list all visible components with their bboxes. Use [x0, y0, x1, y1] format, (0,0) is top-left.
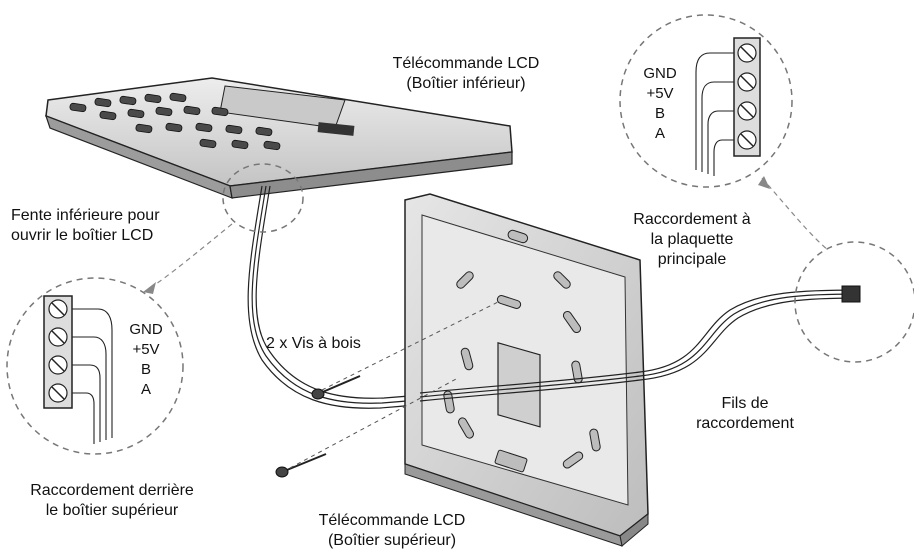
screw-guide-lines	[289, 301, 499, 469]
label-main-board: Raccordement à la plaquette principale	[622, 210, 762, 270]
terminal-labels-top: GND +5V B A	[640, 64, 680, 144]
label-wires-line2: raccordement	[696, 415, 794, 432]
callout-arrow-left	[143, 282, 156, 294]
terminal-block-left	[43, 295, 113, 444]
label-main-board-line2: la plaquette	[650, 231, 734, 248]
label-remote-upper-line1: Télécommande LCD	[318, 512, 466, 529]
callout-leaders	[149, 177, 829, 289]
terminal-labels-left: GND +5V B A	[126, 320, 166, 400]
connecting-wires	[419, 289, 861, 402]
terminal-block-top	[695, 37, 761, 176]
label-main-board-line3: principale	[657, 251, 727, 268]
label-wires: Fils de raccordement	[688, 394, 802, 434]
label-remote-lower-line2: (Boîtier inférieur)	[406, 75, 526, 92]
terminal-left-a: A	[140, 381, 151, 398]
label-back-connection-line1: Raccordement derrière	[30, 482, 194, 499]
wood-screw-1	[311, 375, 361, 400]
back-plate	[404, 193, 649, 547]
main-board-connector	[841, 285, 861, 303]
terminal-left-gnd: GND	[129, 321, 163, 338]
callout-arrow-right	[758, 176, 770, 189]
terminal-top-a: A	[654, 125, 665, 142]
label-remote-upper-line2: (Boîtier supérieur)	[327, 532, 457, 549]
label-slot-line1: Fente inférieure pour	[11, 207, 160, 224]
remote-lower-housing	[45, 77, 513, 199]
terminal-left-b: B	[140, 361, 151, 378]
label-screws: 2 x Vis à bois	[266, 335, 361, 352]
label-back-connection-line2: le boîtier supérieur	[45, 502, 179, 519]
terminal-left-5v: +5V	[132, 341, 160, 358]
callout-circles	[6, 14, 914, 455]
label-main-board-line1: Raccordement à	[633, 211, 751, 228]
label-back-connection: Raccordement derrière le boîtier supérie…	[6, 481, 218, 521]
label-remote-upper: Télécommande LCD (Boîtier supérieur)	[294, 511, 490, 551]
label-slot-line2: ouvrir le boîtier LCD	[11, 227, 154, 244]
terminal-top-gnd: GND	[643, 65, 677, 82]
label-wires-line1: Fils de	[721, 395, 769, 412]
terminal-top-5v: +5V	[646, 85, 674, 102]
terminal-top-b: B	[654, 105, 665, 122]
label-slot: Fente inférieure pour ouvrir le boîtier …	[11, 206, 160, 246]
wood-screw-2	[275, 453, 327, 478]
label-remote-lower: Télécommande LCD (Boîtier inférieur)	[368, 54, 564, 94]
label-remote-lower-line1: Télécommande LCD	[392, 55, 540, 72]
